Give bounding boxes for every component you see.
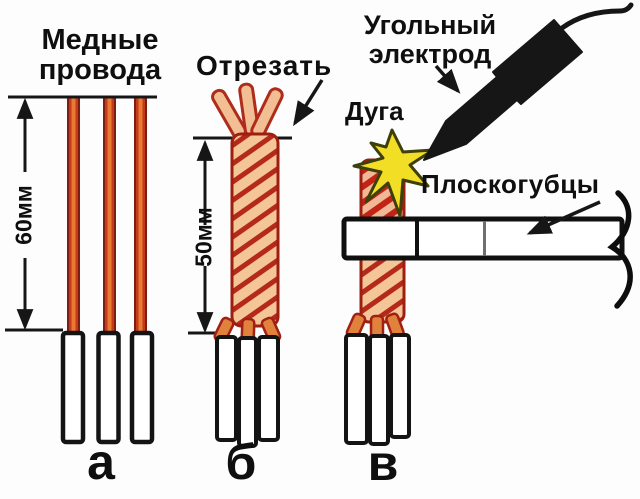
panel-a [5, 95, 157, 445]
copper-wire-2 [103, 96, 116, 336]
panel-b [188, 79, 324, 448]
dimension-50mm-label: 50мм [190, 207, 217, 267]
wire-sleeve [96, 330, 121, 445]
panel-label-a: а [87, 434, 115, 490]
wire-sleeve [344, 333, 369, 445]
cut-annotation-label: Отрезать [196, 50, 333, 81]
pliers-break-curve [607, 190, 633, 309]
dimension-60mm-label: 60мм [10, 185, 37, 245]
wire-sleeve [257, 335, 280, 442]
electrode-cable [559, 2, 634, 31]
panel-label-b: б [225, 434, 257, 490]
copper-wires-title-line1: Медные [41, 24, 159, 56]
electrode-label-line1: Угольный [363, 10, 497, 40]
arc-label: Дуга [345, 96, 404, 126]
copper-wires-title-line2: провода [38, 54, 162, 87]
electrode-label-line2: электрод [368, 39, 492, 70]
wire-sleeve [368, 334, 390, 446]
wire-sleeve [60, 330, 86, 445]
copper-wire-3 [134, 96, 147, 336]
wire-sleeve [237, 336, 258, 448]
copper-wire-1 [67, 96, 80, 336]
electrode-label: Угольный электрод [358, 10, 502, 70]
electrode-annotation-arrow [434, 64, 461, 94]
wire-sleeve [215, 335, 238, 442]
pliers-annotation-arrow [526, 200, 601, 235]
carbon-electrode [423, 19, 583, 161]
pliers-label: Плоскогубцы [421, 169, 600, 199]
panel-v [341, 2, 634, 446]
wire-sleeve [389, 333, 411, 439]
wire-sleeve [129, 330, 155, 445]
copper-wires-title: Медные провода [18, 25, 182, 86]
panel-label-v: в [367, 435, 399, 491]
arc-spark-star [352, 128, 435, 218]
cut-annotation-arrow [293, 79, 324, 127]
twisted-wire [230, 132, 280, 328]
